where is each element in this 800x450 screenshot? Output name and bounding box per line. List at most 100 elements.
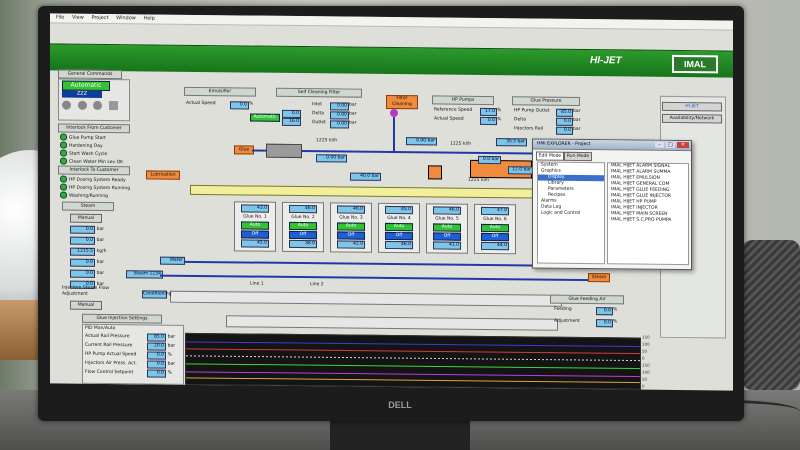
glue-unit-5[interactable]: 46.0 Glue No. 5 Auto Off 41.0	[426, 203, 468, 254]
unit-mode-button[interactable]: Auto	[481, 223, 509, 233]
injector-manual-button[interactable]: Manual	[70, 300, 102, 310]
trend-lines	[186, 341, 640, 384]
hp-ref-speed-value: 17.0	[480, 107, 497, 117]
unit-name: Glue No. 6	[483, 216, 507, 223]
unit-state-button[interactable]: Off	[433, 232, 461, 241]
play-icon[interactable]	[62, 100, 71, 110]
injector-flow-label: Injectors Steam Flow Adjustment	[62, 285, 110, 297]
conditioning-manifold	[190, 184, 572, 199]
injection-value: 20.0	[147, 342, 166, 351]
unit-output: 44.0	[481, 241, 509, 251]
pressure-tag-4: 35.5 bar	[496, 138, 527, 147]
unit-output: 41.0	[433, 241, 461, 250]
menu-project[interactable]: Project	[91, 14, 109, 22]
tab-availability[interactable]: Availability/Network	[662, 113, 722, 124]
filter-cleaning-valve-icon[interactable]	[390, 108, 398, 118]
unit-name: Glue No. 3	[339, 215, 363, 221]
filter-cleaning-button[interactable]: Filter Cleaning	[386, 94, 418, 110]
unit-mode-button[interactable]: Auto	[433, 223, 461, 232]
unit-value: 46.0	[289, 204, 317, 214]
unit-name: Glue No. 5	[435, 216, 459, 222]
self-cleaning-title: Self Cleaning Filter	[276, 87, 362, 98]
unit-mode-button[interactable]: Auto	[337, 222, 365, 231]
steam-value: 0.0	[70, 236, 95, 245]
glue-unit-1[interactable]: 43.0 Glue No. 1 Auto Off 45.0	[234, 201, 276, 252]
unit-name: Glue No. 2	[291, 214, 315, 221]
emulsifier-title: Emulsifier	[184, 86, 256, 97]
glue-unit-6[interactable]: 47.0 Glue No. 6 Auto Off 44.0	[474, 203, 516, 255]
glue-unit-4[interactable]: 45.0 Glue No. 4 Auto Off 46.0	[378, 202, 420, 254]
injector-rail	[170, 290, 562, 307]
explorer-tree: System Graphics Display Library Paramete…	[537, 161, 605, 265]
temp-reading-1: 0.0 bar	[478, 155, 501, 165]
explorer-window[interactable]: HMI EXPLORER - Project ✕ □ – Edit Mode R…	[532, 138, 692, 271]
lubrication-tag: Lubrication	[146, 170, 180, 180]
steam-manual-button[interactable]: Manual	[70, 213, 102, 223]
glue-unit-3[interactable]: 46.0 Glue No. 3 Auto Off 42.0	[330, 202, 372, 253]
status-dot-icon	[60, 183, 67, 191]
steam-out-tag: Steam	[588, 273, 610, 283]
flow-reading-1: 1225 kl/h	[316, 138, 338, 144]
unit-state-button[interactable]: Off	[481, 232, 509, 242]
tab-edit-mode[interactable]: Edit Mode	[536, 151, 564, 161]
reset-icon[interactable]	[93, 100, 103, 110]
command-icons	[62, 100, 118, 113]
unit-mode-button[interactable]: Auto	[385, 222, 413, 232]
tab-run-mode[interactable]: Run Mode	[564, 151, 592, 162]
unit-value: 45.0	[385, 205, 413, 215]
filter-value-1: 0.0	[282, 109, 301, 119]
tab-hijet[interactable]: HI-JET	[662, 101, 722, 112]
unit-state-button[interactable]: Off	[337, 231, 365, 240]
maximize-icon[interactable]: □	[666, 141, 675, 148]
unit-state-button[interactable]: Off	[385, 231, 413, 241]
menu-help[interactable]: Help	[143, 15, 155, 22]
hmi-screen: File View Project Window Help HI-JET IMA…	[50, 13, 733, 391]
explorer-tabs: Edit Mode Run Mode	[533, 149, 691, 162]
fan-grille	[742, 240, 800, 390]
file-item[interactable]: IMAL HIJET S.C.PRO PUMPA	[611, 217, 672, 223]
status-dot-icon	[60, 157, 67, 165]
filter-value-2: 16.0	[282, 117, 301, 127]
unit-value: 46.0	[337, 205, 365, 214]
pressure-tag-2: 0.00 bar	[406, 137, 437, 146]
unit-state-button[interactable]: Off	[241, 230, 269, 239]
pump-icon[interactable]	[428, 165, 442, 180]
tree-item[interactable]: Logic and Control	[541, 210, 581, 216]
interlock-to-title: Interlock To Customer	[58, 165, 130, 176]
unit-mode-button[interactable]: Auto	[241, 221, 269, 230]
menu-view[interactable]: View	[71, 14, 84, 21]
unit-output: 45.0	[241, 239, 269, 248]
unit-output: 42.0	[337, 240, 365, 249]
interlock-to-list: HP Dosing System Ready HP Dosing System …	[60, 175, 130, 201]
injection-value: 0.0	[147, 369, 166, 378]
list-item: Washing/Running	[60, 191, 130, 201]
glue-delta-value: 0.0	[556, 117, 573, 126]
steam-value: 0.0	[70, 258, 95, 267]
hp-pumps-title: HP Pumps	[432, 95, 494, 106]
unit-state-button[interactable]: Off	[289, 230, 317, 240]
menu-file[interactable]: File	[56, 14, 65, 21]
automatic-button[interactable]: Automatic	[62, 80, 110, 92]
line-1-label: Line 1	[250, 281, 264, 287]
glue-unit-2[interactable]: 46.0 Glue No. 2 Auto Off 38.0	[282, 201, 324, 253]
status-dot-icon	[60, 133, 67, 141]
monitor-stand	[330, 418, 470, 450]
trend-line	[186, 377, 640, 384]
unit-name: Glue No. 4	[387, 215, 411, 222]
g-icon[interactable]	[108, 101, 118, 111]
minimize-icon[interactable]: –	[655, 141, 664, 148]
glue-tag: Glue	[234, 145, 254, 155]
unit-mode-button[interactable]: Auto	[289, 221, 317, 231]
trend-chart	[185, 332, 641, 390]
conditioning-tag: Conditioning	[142, 290, 172, 299]
trend-line	[186, 341, 640, 348]
self-cleaning-auto-button[interactable]: Automatic	[250, 113, 280, 122]
status-dot-icon	[60, 149, 67, 157]
stop-icon[interactable]	[77, 100, 87, 110]
monitor-logo: DELL	[388, 400, 412, 410]
close-icon[interactable]: ✕	[677, 141, 689, 149]
menu-window[interactable]: Window	[116, 15, 136, 22]
explorer-title: HMI EXPLORER - Project	[537, 141, 591, 148]
pressure-tag-1: 0.00 bar	[316, 154, 347, 163]
